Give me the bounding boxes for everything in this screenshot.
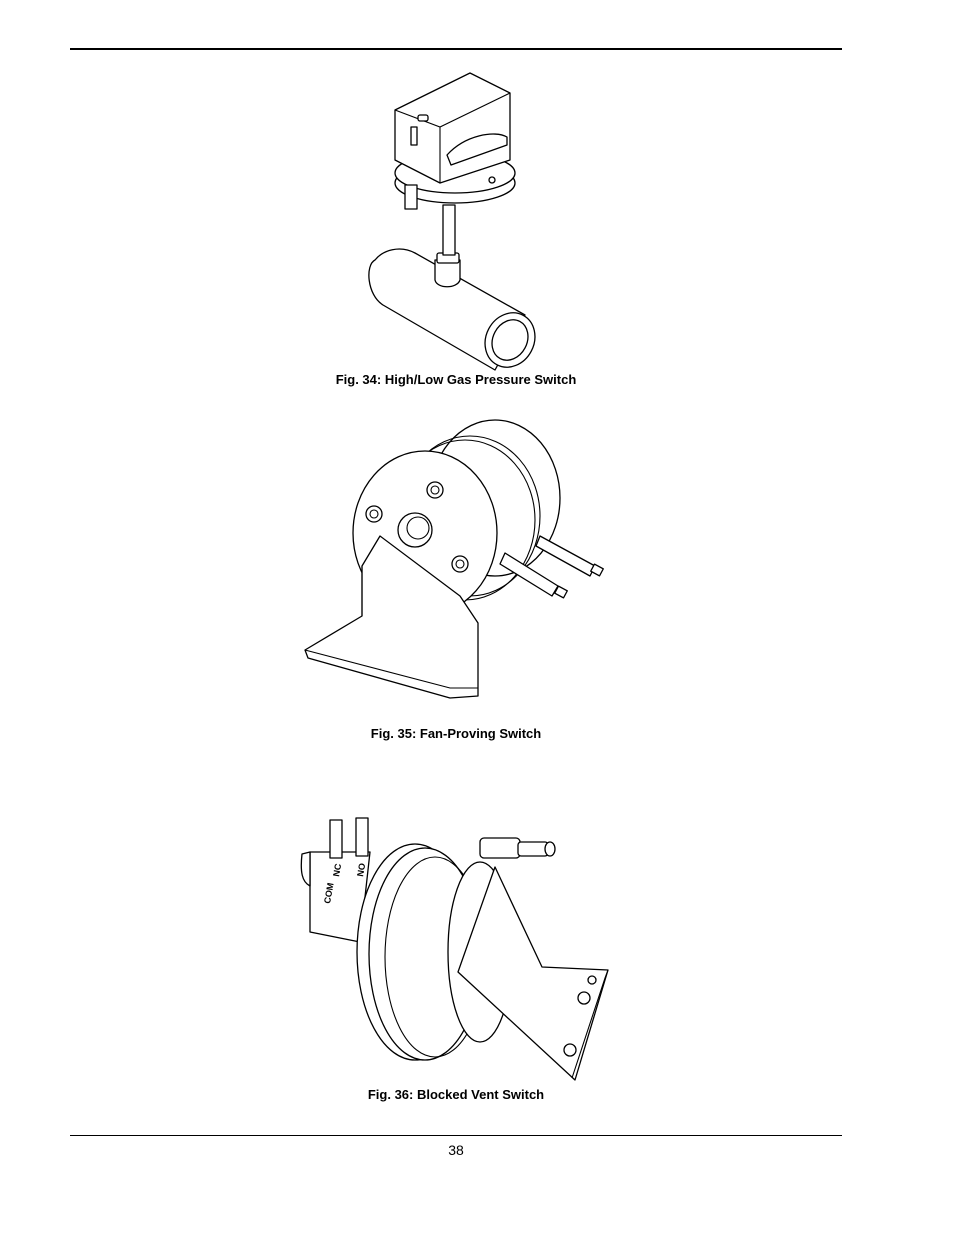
- figure-34-caption: Fig. 34: High/Low Gas Pressure Switch: [335, 372, 577, 387]
- fan-proving-switch-illustration: [304, 419, 604, 699]
- figure-35-caption: Fig. 35: Fan-Proving Switch: [370, 726, 542, 741]
- no-terminal-label: NO: [355, 862, 367, 877]
- nc-terminal-label: NC: [331, 862, 343, 877]
- footer-rule: [70, 1135, 842, 1136]
- gas-pressure-switch-illustration: [368, 72, 536, 371]
- figure-36-caption: Fig. 36: Blocked Vent Switch: [367, 1087, 545, 1102]
- com-terminal-label: COM: [322, 882, 335, 904]
- header-rule: [70, 48, 842, 50]
- blocked-vent-switch-illustration: COM NC NO: [300, 817, 609, 1081]
- page-number: 38: [448, 1142, 464, 1158]
